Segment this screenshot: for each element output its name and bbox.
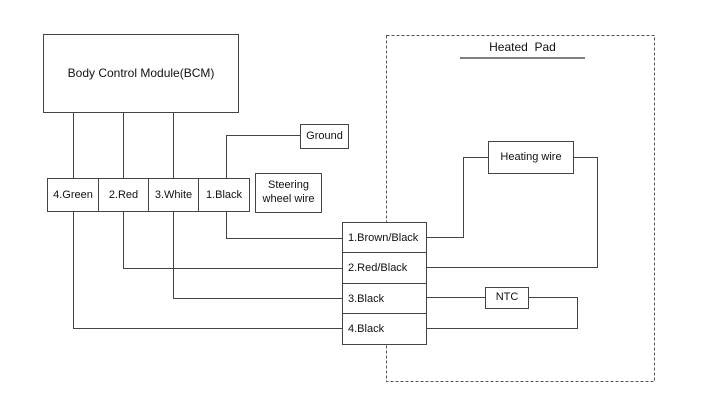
pin-label: 1.Brown/Black [348, 231, 419, 244]
pin-label: 2.Red/Black [348, 262, 408, 274]
pad-connector-pin: 2.Red/Black [342, 252, 427, 284]
pin-label: 1.Black [205, 189, 243, 201]
pin-label: 4.Green [53, 189, 93, 201]
ntc-label: NTC [495, 291, 519, 304]
bcm-box: Body Control Module(BCM) [43, 34, 239, 113]
pad-connector-pin: 3.Black [342, 283, 427, 314]
ntc-box: NTC [485, 287, 529, 309]
pad-connector-pin: 1.Brown/Black [342, 222, 427, 253]
pad-connector-pin: 4.Black [342, 313, 427, 345]
bcm-connector-pin: 3.White [148, 178, 199, 212]
wire-red-lower [123, 211, 342, 269]
wire-heating-left [426, 157, 488, 238]
pin-label: 3.Black [348, 292, 385, 305]
wire-ground [226, 135, 300, 178]
bcm-label: Body Control Module(BCM) [67, 66, 215, 80]
bcm-connector-pin: 2.Red [98, 178, 149, 212]
pin-label: 3.White [154, 189, 193, 201]
heated-pad-title: Heated Pad [489, 40, 556, 54]
wire-green-lower [73, 211, 342, 329]
heating-wire-box: Heating wire [488, 141, 574, 174]
steering-wheel-label-line1: Steering [268, 179, 309, 192]
heating-wire-label: Heating wire [500, 150, 562, 163]
heated-pad-boundary [386, 35, 655, 382]
wire-heating-right [426, 157, 598, 268]
wire-black-lower [226, 211, 342, 239]
steering-wheel-label-line2: wheel wire [262, 193, 315, 205]
wire-ntc-right [426, 297, 578, 329]
steering-wheel-wire-box: Steering wheel wire [255, 173, 322, 213]
pin-label: 4.Black [348, 323, 385, 335]
bcm-connector-pin: 1.Black [198, 178, 250, 212]
ground-label: Ground [306, 129, 343, 142]
wire-white-lower [173, 211, 342, 299]
ground-box: Ground [300, 124, 349, 149]
bcm-connector-pin: 4.Green [47, 178, 99, 212]
pin-label: 2.Red [108, 189, 139, 201]
